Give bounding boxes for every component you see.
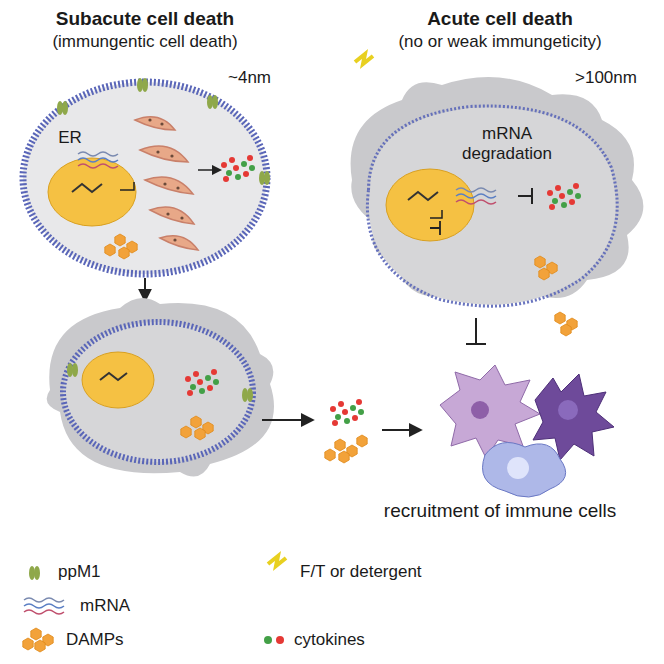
dimension-label: ~4nm (228, 68, 271, 88)
subheading: (immungentic cell death) (52, 32, 237, 52)
heading: Subacute cell death (56, 8, 234, 30)
caption-label: recruitment of immune cells (384, 500, 616, 522)
legend-text: cytokines (294, 630, 365, 650)
legend-text: mRNA (80, 596, 130, 616)
legend-text: F/T or detergent (300, 562, 422, 582)
cell-region: mRNA degradation (452, 120, 562, 190)
cell-label: mRNA degradation (460, 124, 555, 163)
cell-region: ER (40, 120, 100, 160)
dimension-label: >100nm (575, 68, 637, 88)
heading: Acute cell death (427, 8, 573, 30)
subheading: (no or weak immungeticity) (398, 32, 601, 52)
legend-text: DAMPs (66, 630, 124, 650)
legend-text: ppM1 (58, 562, 101, 582)
cell-label: ER (58, 128, 82, 148)
